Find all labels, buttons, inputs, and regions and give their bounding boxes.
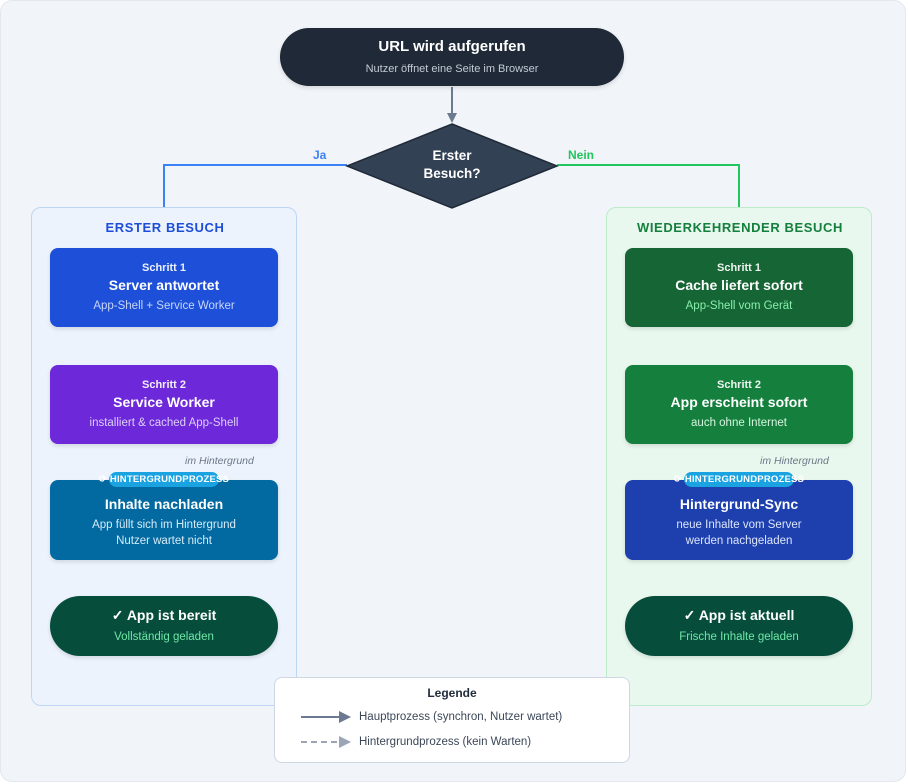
- start-subtitle: Nutzer öffnet eine Seite im Browser: [365, 62, 539, 75]
- left-step2-number: Schritt 2: [141, 378, 186, 391]
- right-step2-number: Schritt 2: [716, 378, 761, 391]
- start-title: URL wird aufgerufen: [378, 37, 526, 55]
- left-bg-title: Inhalte nachladen: [104, 495, 224, 512]
- right-step2-sub: auch ohne Internet: [691, 416, 787, 429]
- left-bg-node: Inhalte nachladen App füllt sich im Hint…: [50, 480, 278, 560]
- right-step1-title: Cache liefert sofort: [675, 276, 803, 293]
- decision-line2: Besuch?: [423, 166, 481, 181]
- left-step2-title: Service Worker: [113, 393, 215, 410]
- left-end-title: ✓ App ist bereit: [111, 607, 217, 623]
- left-bg-sub2: Nutzer wartet nicht: [116, 534, 212, 547]
- legend-background-arrowhead: [339, 736, 351, 748]
- right-background-note: im Hintergrund: [760, 455, 829, 467]
- right-end-node: ✓ App ist aktuell Frische Inhalte gelade…: [625, 596, 853, 656]
- start-node: URL wird aufgerufen Nutzer öffnet eine S…: [280, 28, 624, 86]
- branch-no-label: Nein: [568, 148, 595, 162]
- left-bg-sub1: App füllt sich im Hintergrund: [92, 518, 236, 531]
- panel-title-first-visit: ERSTER BESUCH: [105, 220, 225, 235]
- right-step2-title: App erscheint sofort: [670, 393, 808, 410]
- right-bg-sub1: neue Inhalte vom Server: [676, 518, 802, 531]
- left-step1-title: Server antwortet: [108, 276, 220, 293]
- right-end-title: ✓ App ist aktuell: [683, 607, 795, 623]
- left-step1-node: Schritt 1 Server antwortet App-Shell + S…: [50, 248, 278, 327]
- left-step2-sub: installiert & cached App-Shell: [89, 416, 239, 429]
- decision-diamond: [345, 123, 559, 209]
- legend-main-arrowhead: [339, 711, 351, 723]
- left-end-node: ✓ App ist bereit Vollständig geladen: [50, 596, 278, 656]
- left-end-sub: Vollständig geladen: [114, 631, 214, 643]
- left-step1-number: Schritt 1: [141, 261, 186, 274]
- legend: Legende Hauptprozess (synchron, Nutzer w…: [274, 677, 630, 763]
- right-step1-node: Schritt 1 Cache liefert sofort App-Shell…: [625, 248, 853, 327]
- legend-symbols: [301, 711, 351, 748]
- right-step1-sub: App-Shell vom Gerät: [685, 299, 793, 312]
- left-step1-sub: App-Shell + Service Worker: [93, 299, 235, 312]
- legend-background-label: Hintergrundprozess (kein Warten): [359, 736, 532, 748]
- left-background-badge: ⟳ HINTERGRUNDPROZESS: [98, 472, 230, 487]
- right-end-sub: Frische Inhalte geladen: [679, 631, 799, 643]
- branch-yes-label: Ja: [313, 148, 327, 162]
- right-background-badge: ⟳ HINTERGRUNDPROZESS: [673, 472, 805, 487]
- right-bg-node: Hintergrund-Sync neue Inhalte vom Server…: [625, 480, 853, 560]
- right-bg-sub2: werden nachgeladen: [685, 534, 793, 547]
- right-step2-node: Schritt 2 App erscheint sofort auch ohne…: [625, 365, 853, 444]
- legend-main-label: Hauptprozess (synchron, Nutzer wartet): [359, 711, 563, 723]
- decision-line1: Erster: [432, 148, 472, 163]
- left-background-note: im Hintergrund: [185, 455, 254, 467]
- right-bg-title: Hintergrund-Sync: [679, 495, 799, 512]
- right-step1-number: Schritt 1: [716, 261, 761, 274]
- decision-label: Erster Besuch?: [402, 147, 502, 183]
- panel-title-returning-visit: WIEDERKEHRENDER BESUCH: [636, 220, 844, 235]
- left-step2-node: Schritt 2 Service Worker installiert & c…: [50, 365, 278, 444]
- legend-title: Legende: [427, 686, 477, 700]
